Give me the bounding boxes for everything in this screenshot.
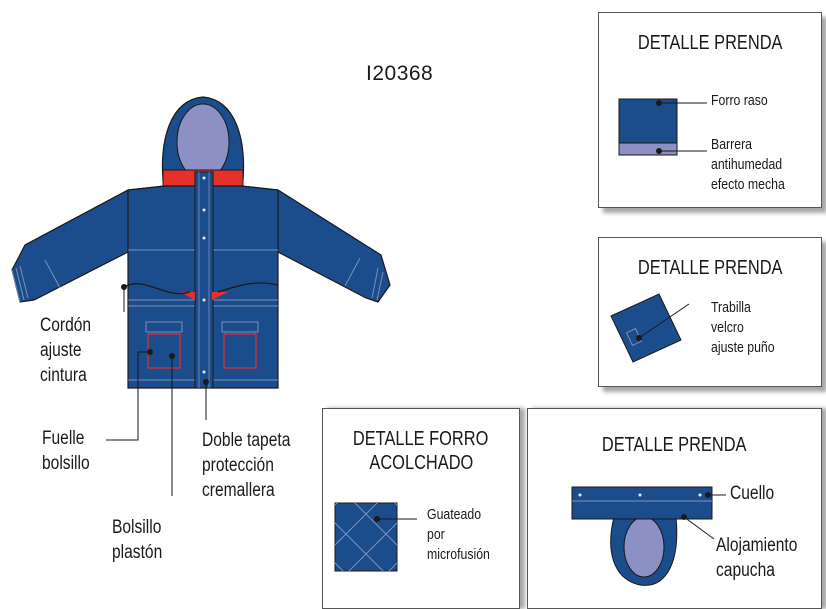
cord-callout: Cordón ajuste cintura [40, 315, 92, 386]
patch-pocket-callout: Bolsillo plastón [112, 517, 163, 563]
left-pocket [147, 333, 181, 369]
cuff-label: Trabilla velcro ajuste puño [711, 299, 775, 356]
panel-title: DETALLE PRENDA [637, 32, 783, 54]
lining-label-2: Barrera antihumedad efecto mecha [711, 136, 785, 193]
right-pocket [223, 333, 257, 369]
panel-lining: DETALLE PRENDA Forro raso Barrera antihu… [598, 12, 822, 208]
quilted-label: Guateado por microfusión [427, 506, 490, 563]
panel-collar: DETALLE PRENDA Cuello Alojamiento capuch… [527, 408, 822, 609]
placket-callout: Doble tapeta protección cremallera [202, 430, 291, 501]
gusset-callout: Fuelle bolsillo [42, 428, 90, 474]
product-code: I20368 [366, 62, 434, 85]
zip-placket [194, 171, 214, 389]
panel-quilted: DETALLE FORRO ACOLCHADO Guateado por mic… [322, 408, 520, 609]
panel-cuff: DETALLE PRENDA Trabilla velcro ajuste pu… [598, 237, 822, 387]
collar-label-2: Alojamiento capucha [716, 535, 798, 581]
quilted-swatch [334, 502, 417, 572]
cuff-tab-swatch [610, 293, 690, 363]
lining-swatch [618, 98, 707, 156]
collar-swatch [571, 486, 726, 586]
drawcord [123, 282, 279, 295]
hood-lining [176, 103, 230, 181]
